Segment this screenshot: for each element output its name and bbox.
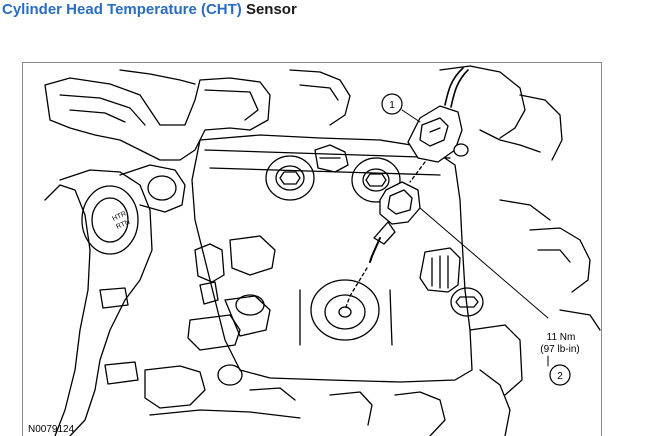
cylinder-head-plate: [191, 134, 473, 383]
callout-2: 2: [549, 364, 571, 386]
cht-sensor-body: [379, 181, 421, 225]
diagram-frame: [22, 62, 602, 436]
svg-text:1: 1: [389, 100, 395, 111]
callout-1: 1: [381, 93, 403, 115]
title-abbrev: (CHT): [200, 1, 242, 18]
thermostat-housing: [59, 169, 153, 436]
side-connector: [419, 247, 461, 293]
svg-text:2: 2: [557, 371, 563, 382]
torque-nm: 11 Nm: [547, 332, 576, 343]
figure-id: N0079124: [28, 424, 75, 435]
title-suffix: Sensor: [241, 1, 297, 18]
page-title: Cylinder Head Temperature (CHT) Sensor: [2, 0, 297, 20]
torque-lbin: (97 lb-in): [540, 344, 579, 355]
engine-block-upper-left: [44, 77, 271, 161]
housing-stamp: HTR RTN: [111, 210, 131, 231]
sensor-connector: [407, 105, 463, 163]
title-blue-part: Cylinder Head Temperature: [2, 1, 201, 18]
sensor-harness: [444, 67, 464, 106]
